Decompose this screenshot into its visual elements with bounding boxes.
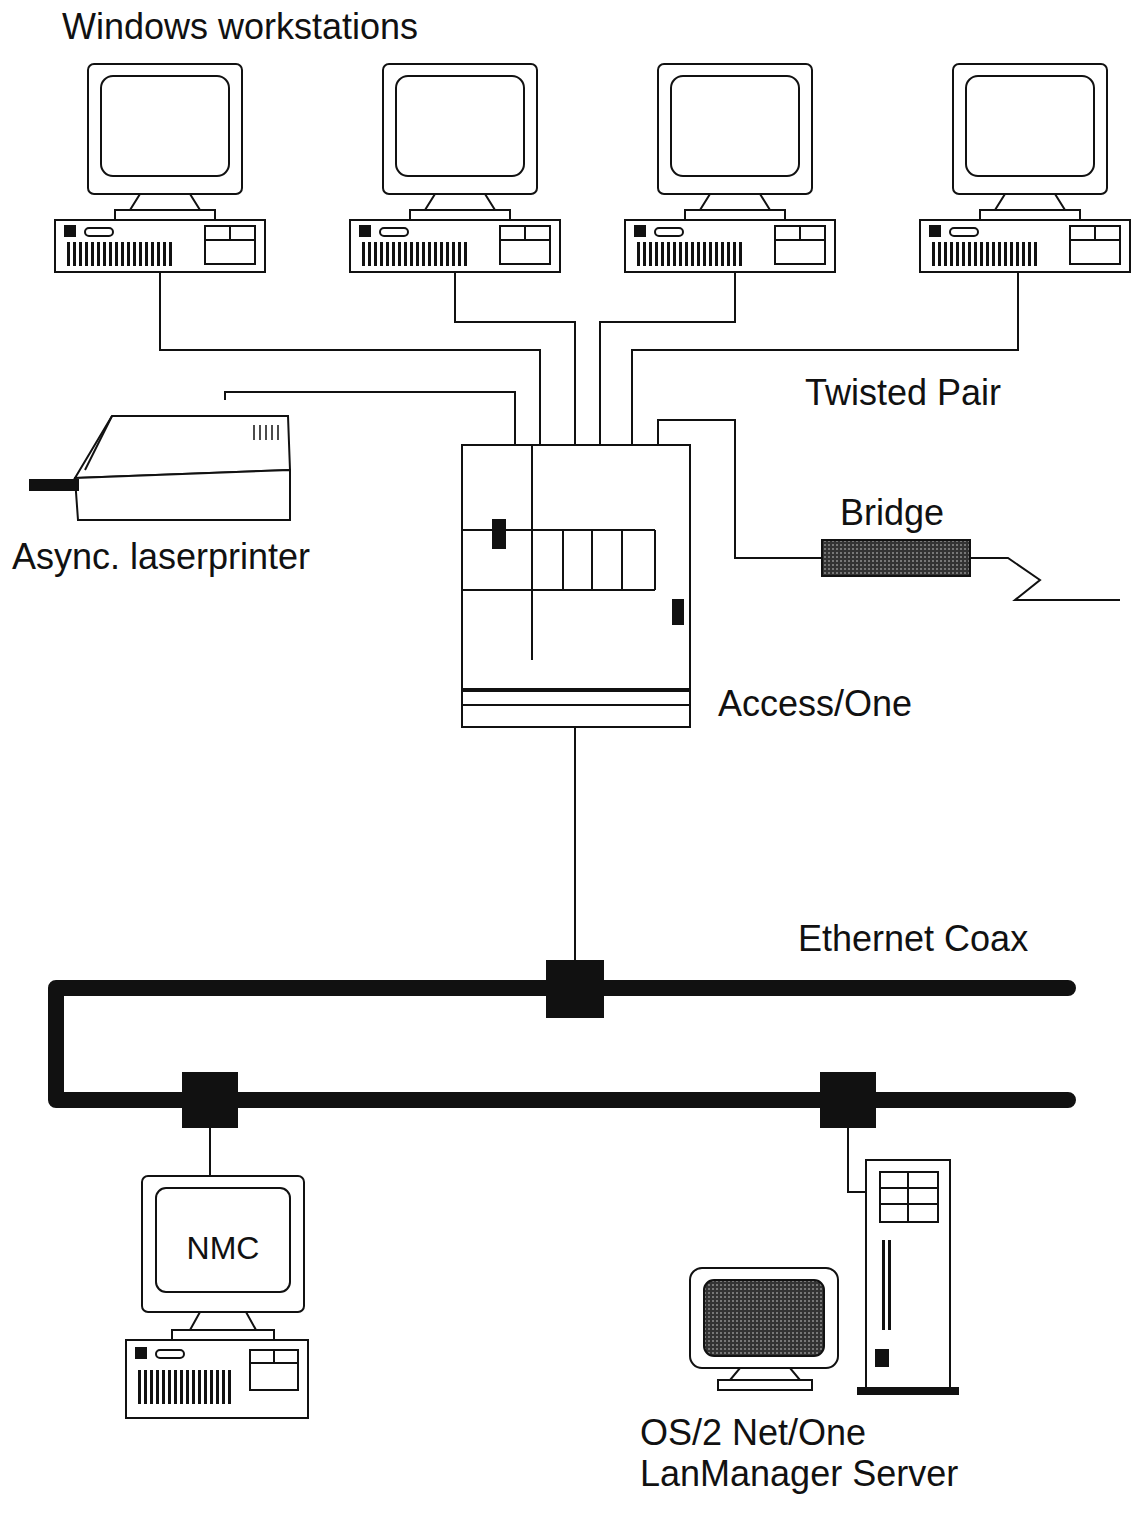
printer-node: Async. laserprinter — [25, 400, 325, 530]
node-label: NMC — [158, 1230, 288, 1267]
node-label: Async. laserprinter — [12, 536, 310, 577]
laserprinter-symbol — [30, 416, 290, 520]
ethernet-coax — [56, 727, 1068, 1192]
server-node: OS/2 Net/One LanManager Server — [690, 1150, 960, 1400]
server-computer — [690, 1160, 958, 1394]
hub-node: Access/One — [462, 445, 690, 727]
cable-label: Ethernet Coax — [798, 918, 1028, 959]
node-label: Bridge — [840, 492, 944, 533]
cable-connector — [658, 420, 822, 558]
cable-connector — [225, 392, 515, 445]
workstation-computer — [55, 64, 265, 272]
node-label: OS/2 Net/One LanManager Server — [640, 1412, 1020, 1495]
workstations — [55, 64, 1130, 272]
node-label: Access/One — [718, 683, 912, 724]
bridge-symbol — [822, 540, 1120, 600]
heading-label: Windows workstations — [62, 6, 418, 47]
workstation-computer — [625, 64, 835, 272]
workstation-computer — [350, 64, 560, 272]
cable-label: Twisted Pair — [805, 372, 1001, 413]
workstation-computer — [920, 64, 1130, 272]
nmc-node: NMC — [158, 1190, 288, 1290]
access-one-cabinet — [462, 445, 690, 727]
bridge-node: Bridge — [822, 540, 970, 576]
nmc-computer — [126, 1176, 308, 1418]
